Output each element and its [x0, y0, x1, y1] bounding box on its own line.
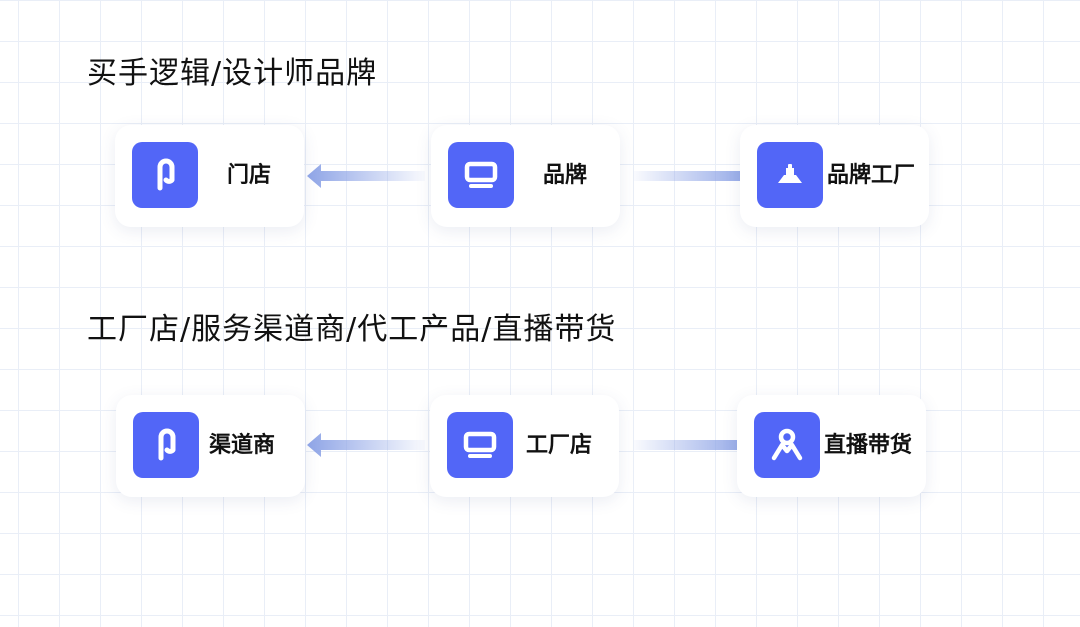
monitor-icon [448, 142, 514, 208]
factory-store-label: 工厂店 [526, 433, 593, 458]
brand-factory-card[interactable]: 品牌工厂 [740, 125, 929, 227]
livestream-label: 直播带货 [824, 433, 913, 458]
livestream-card[interactable]: 直播带货 [737, 395, 926, 497]
factory-icon [757, 142, 823, 208]
channel-label: 渠道商 [209, 433, 276, 458]
row1-heading: 买手逻辑/设计师品牌 [87, 56, 378, 91]
monitor-icon [447, 412, 513, 478]
store-label: 门店 [227, 163, 272, 188]
store-card[interactable]: 门店 [115, 125, 304, 227]
arrow-to-store [307, 162, 425, 190]
hook-icon [133, 412, 199, 478]
row2-heading: 工厂店/服务渠道商/代工产品/直播带货 [87, 312, 617, 347]
brand-label: 品牌 [543, 163, 588, 188]
channel-card[interactable]: 渠道商 [116, 395, 305, 497]
arrow-to-channel [307, 431, 425, 459]
streamer-icon [754, 412, 820, 478]
brand-card[interactable]: 品牌 [431, 125, 620, 227]
brand-factory-label: 品牌工厂 [827, 163, 916, 188]
arrow-to-factory [634, 162, 754, 190]
arrow-to-livestream [634, 431, 752, 459]
hook-icon [132, 142, 198, 208]
factory-store-card[interactable]: 工厂店 [430, 395, 619, 497]
